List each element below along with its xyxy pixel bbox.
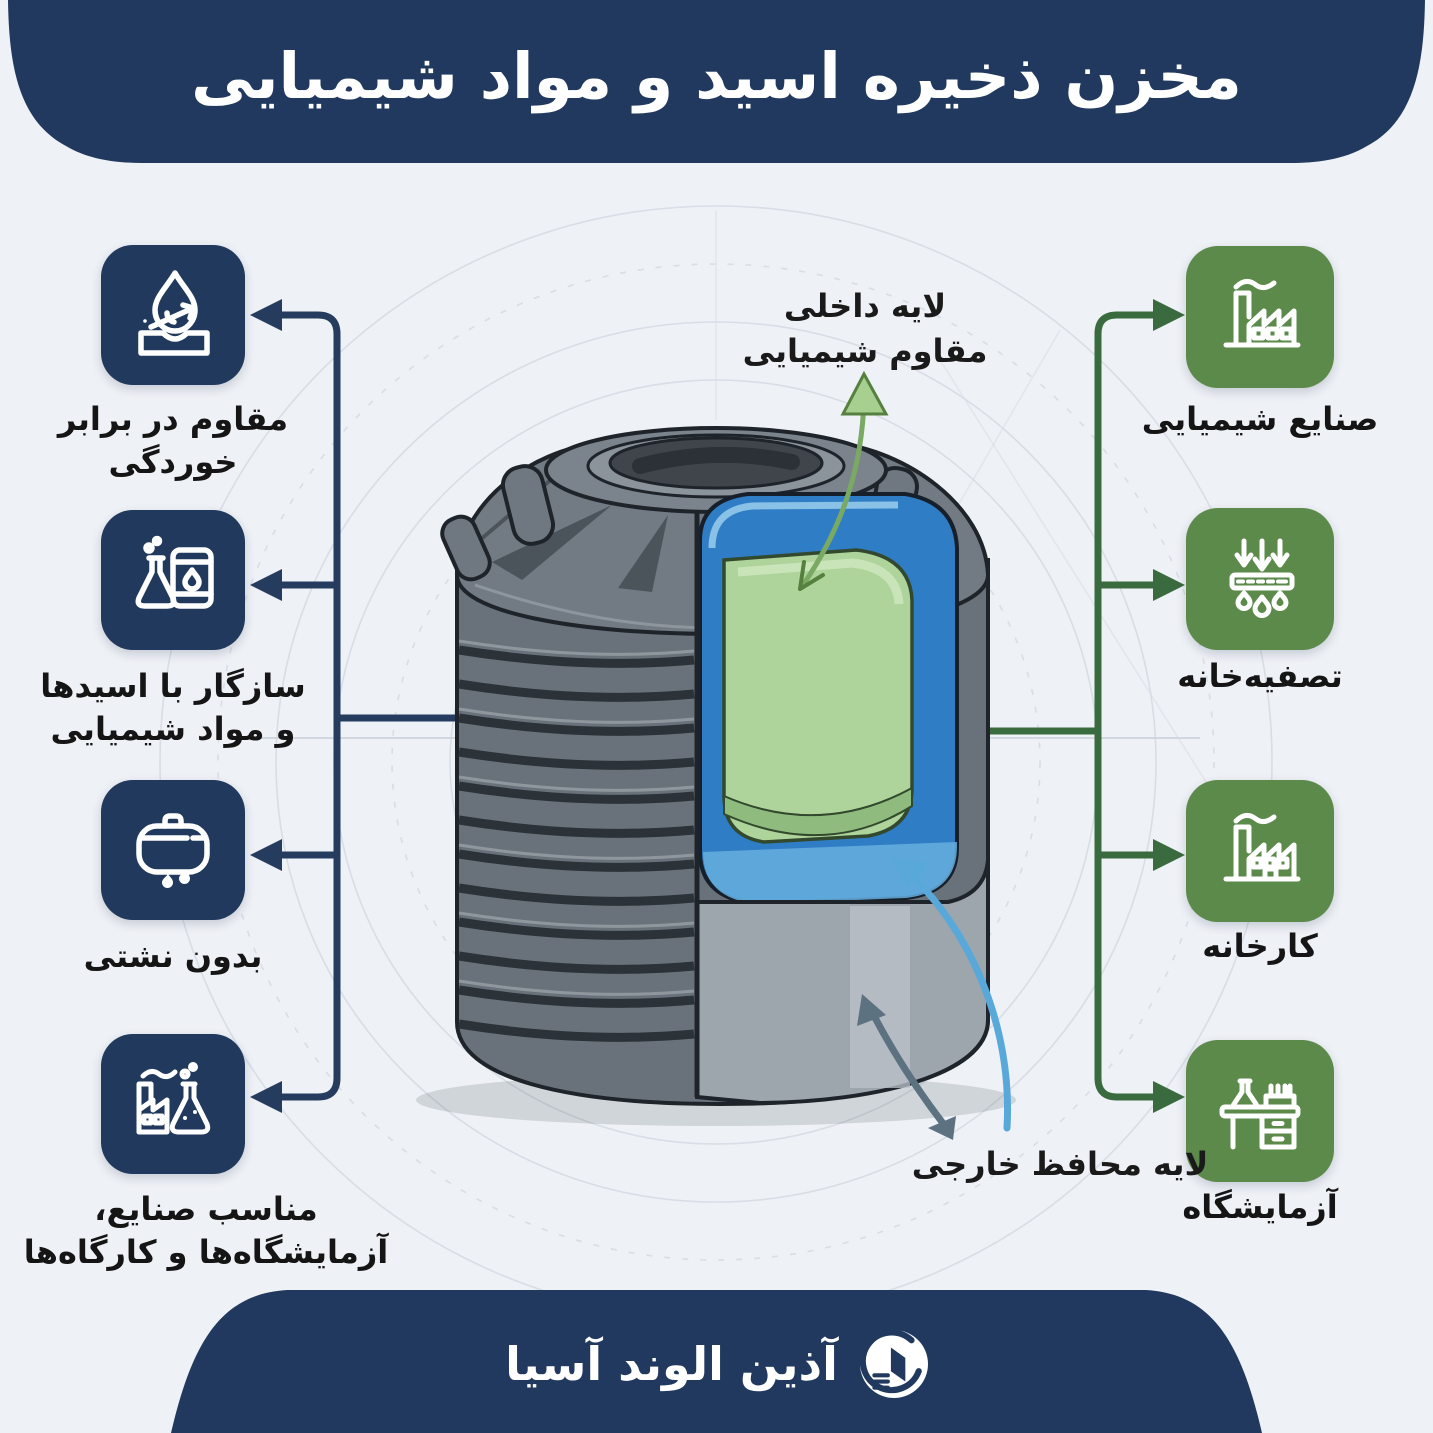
footer-banner	[171, 1290, 1262, 1433]
tank-rib-highlights	[458, 639, 695, 996]
outer-layer-label: لایه محافظ خارجی	[911, 1145, 1209, 1183]
treatment-plant-icon	[1229, 538, 1295, 618]
inner-layer-label: لایه داخلی مقاوم شیمیایی	[742, 287, 988, 370]
feature-label-industry-suitability: مناسب صنایع، آزمایشگاه‌ها و کارگاه‌ها	[23, 1190, 389, 1271]
left-connector-arrowheads	[250, 299, 282, 1113]
outer-layer-arrow-blue	[890, 857, 1012, 1132]
outer-layer-arrow-gray	[857, 994, 956, 1140]
inner-green-layer	[722, 548, 914, 844]
right-connector-arrowheads	[1153, 299, 1185, 1113]
outer-layer-shell	[695, 859, 990, 1106]
no-leak-icon	[136, 813, 210, 889]
brand-name: آذین الوند آسیا	[505, 1337, 838, 1391]
corrosion-resistant-icon	[138, 270, 210, 356]
application-box-treatment-plant	[1186, 508, 1334, 650]
industry-lab-icon	[136, 1062, 211, 1135]
feature-label-no-leak: بدون نشتی	[83, 937, 263, 975]
factory-icon	[1223, 813, 1301, 882]
feature-box-acid-compatible	[101, 510, 245, 650]
feature-label-corrosion-resistant: مقاوم در برابر خوردگی	[57, 400, 289, 481]
inner-layer-arrow	[798, 370, 889, 591]
tank-lid	[544, 426, 888, 514]
application-label-factory: کارخانه	[1202, 927, 1318, 965]
application-label-laboratory: آزمایشگاه	[1182, 1188, 1338, 1226]
tank-ribs	[458, 645, 695, 1042]
feature-box-industry-suitability	[101, 1034, 245, 1174]
acid-compatible-icon	[135, 535, 214, 609]
laboratory-icon	[1219, 1078, 1301, 1150]
application-box-chemical-industries	[1186, 246, 1334, 388]
feature-box-corrosion-resistant	[101, 245, 245, 385]
inner-layer-cutaway	[698, 492, 959, 907]
feature-box-no-leak	[101, 780, 245, 920]
application-box-factory	[1186, 780, 1334, 922]
azin-alvand-asia-logo	[859, 1330, 928, 1398]
footer-brand: آذین الوند آسیا	[0, 1295, 1433, 1433]
application-label-treatment-plant: تصفیه‌خانه	[1177, 657, 1343, 695]
application-label-chemical-industries: صنایع شیمیایی	[1141, 400, 1379, 438]
page-title: مخزن ذخیره اسید و مواد شیمیایی	[191, 40, 1242, 113]
chemical-industry-icon	[1223, 279, 1301, 348]
application-box-laboratory	[1186, 1040, 1334, 1182]
feature-label-acid-compatible: سازگار با اسیدها و مواد شیمیایی	[40, 667, 306, 748]
